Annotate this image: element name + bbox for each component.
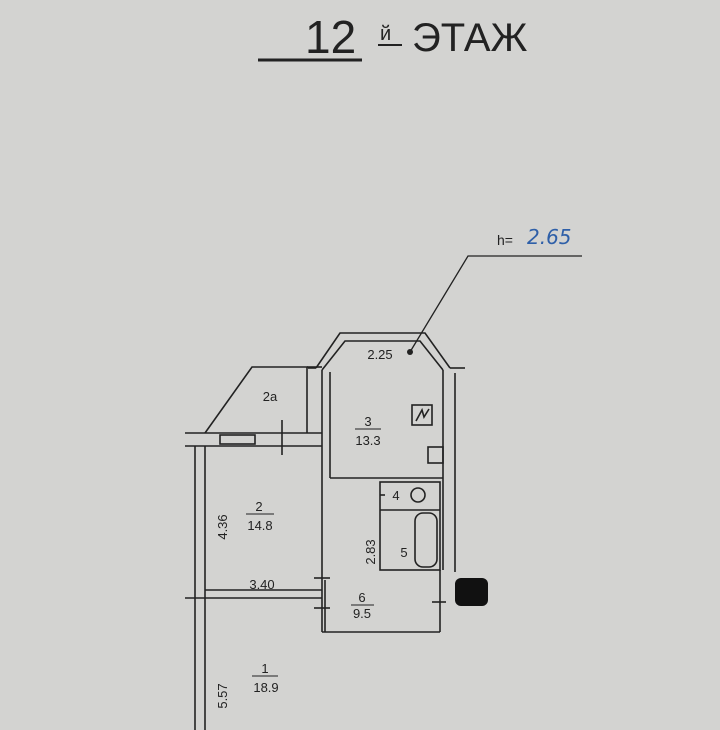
room-6-area: 9.5 [353, 606, 371, 621]
bay-dimension: 2.25 [367, 347, 392, 362]
room-2-label: 2 [255, 499, 262, 514]
room-1-area: 18.9 [253, 680, 278, 695]
ceiling-value: 2.65 [527, 225, 572, 249]
room-3-label: 3 [364, 414, 371, 429]
ceiling-label: h= [497, 232, 513, 248]
room-1-label: 1 [261, 661, 268, 676]
room-4-label: 4 [392, 488, 399, 503]
floor-word: ЭТАЖ [412, 16, 528, 60]
room-2a-label: 2a [263, 389, 278, 404]
room-2-length: 4.36 [215, 514, 230, 539]
walls [185, 332, 465, 730]
hall-length: 2.83 [363, 539, 378, 564]
redaction-blot [455, 578, 488, 606]
room-6-label: 6 [358, 590, 365, 605]
room-2-width: 3.40 [249, 577, 274, 592]
floor-number: 12 [305, 11, 356, 63]
leader-dot [407, 349, 413, 355]
floor-suffix: й [380, 23, 391, 45]
room-2-area: 14.8 [247, 518, 272, 533]
room-5-label: 5 [400, 545, 407, 560]
ceiling-leader-line [409, 255, 582, 353]
room-1-length: 5.57 [215, 683, 230, 708]
room-3-area: 13.3 [355, 433, 380, 448]
